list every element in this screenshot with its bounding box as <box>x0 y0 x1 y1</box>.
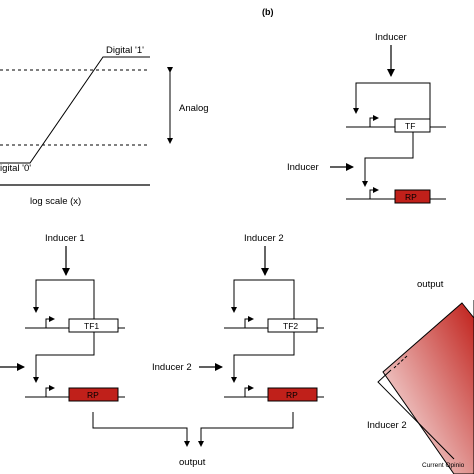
panel-b-circuit: (b) Inducer TF Inducer RP <box>262 7 446 204</box>
rp1-promoter-icon <box>45 385 55 397</box>
inducer1-label: Inducer 1 <box>45 233 85 244</box>
digital-zero-label: igital '0' <box>0 163 31 174</box>
tf-label: TF <box>405 121 415 131</box>
inducer2-axis-label: Inducer 2 <box>367 420 407 431</box>
tf1-label: TF1 <box>84 321 99 331</box>
x-axis-label: log scale (x) <box>30 196 81 207</box>
response-curve <box>0 56 150 164</box>
feedback-loop-arrow <box>353 82 431 119</box>
panel-c-circuit: Inducer 1 TF1 RP Inducer 2 TF2 Inducer 2… <box>0 233 324 468</box>
inducer2-label: Inducer 2 <box>244 233 284 244</box>
merge-right-line <box>198 412 294 447</box>
rp-label: RP <box>405 192 417 202</box>
credit-text: Current Opinio <box>422 462 465 469</box>
surface-dashed-edge <box>393 355 408 369</box>
output-label: output <box>179 457 206 468</box>
tf1-to-rp-arrow <box>33 332 95 383</box>
inducer-side-label: Inducer <box>287 162 319 173</box>
tf2-label: TF2 <box>283 321 298 331</box>
panel-a-transfer-curve: Digital '1' igital '0' Analog log scale … <box>0 45 209 207</box>
tf1-promoter-icon <box>45 316 55 328</box>
analog-label: Analog <box>179 103 209 114</box>
rp2-label: RP <box>286 390 298 400</box>
rp1-gene-box <box>68 387 119 402</box>
rp2-promoter-icon <box>244 385 254 397</box>
rp-promoter-icon <box>369 187 379 199</box>
response-surface <box>382 302 474 474</box>
inducer-top-label: Inducer <box>375 32 407 43</box>
tf2-gene-box <box>267 318 318 333</box>
tf-to-rp-arrow <box>362 132 414 187</box>
feedback-loop-left <box>33 279 95 319</box>
tf2-promoter-icon <box>244 316 254 328</box>
merge-left-line <box>92 412 190 447</box>
panel-b-label: (b) <box>262 7 274 17</box>
output-axis-label: output <box>417 279 444 290</box>
surface-base-outline <box>377 369 455 460</box>
digital-one-label: Digital '1' <box>106 45 144 56</box>
feedback-loop-right <box>231 279 295 319</box>
rp-gene-box <box>394 189 431 204</box>
inducer2-side-label: Inducer 2 <box>152 362 192 373</box>
tf-promoter-icon <box>369 115 379 127</box>
panel-d-surface: output Inducer 2 Current Opinio <box>367 279 474 474</box>
rp2-gene-box <box>267 387 318 402</box>
tf2-to-rp-arrow <box>231 332 295 383</box>
rp1-label: RP <box>87 390 99 400</box>
